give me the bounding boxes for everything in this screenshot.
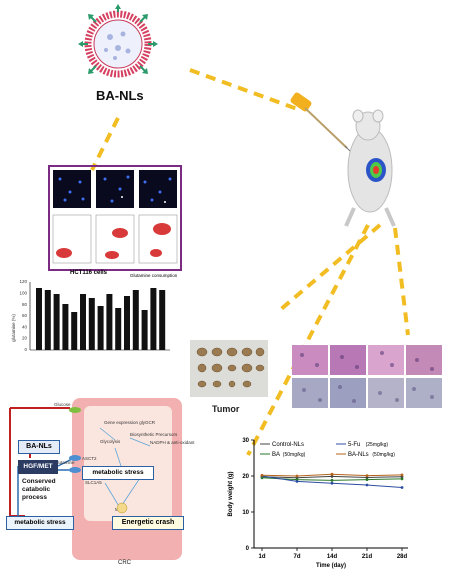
data-point — [400, 473, 404, 477]
data-point — [400, 477, 404, 481]
tumor-label: Tumor — [212, 404, 240, 414]
svg-text:Glucose: Glucose — [54, 402, 71, 407]
x-tick-label: 28d — [397, 554, 408, 560]
tumor-photo — [190, 340, 268, 397]
legend-note: (50mg/kg) — [372, 452, 395, 458]
crc-label: CRC — [118, 560, 131, 566]
legend-label: BA — [272, 452, 280, 458]
histology-images — [292, 345, 442, 408]
data-point — [400, 486, 404, 489]
svg-text:Glycolysis: Glycolysis — [100, 439, 121, 444]
bar-chart-title: HCT116 cells — [70, 270, 108, 276]
data-point — [330, 474, 334, 478]
x-axis-label: Time (day) — [316, 563, 346, 569]
svg-text:NADPH & anti-oxidant: NADPH & anti-oxidant — [150, 440, 195, 445]
data-point — [295, 480, 299, 483]
x-tick-label: 21d — [362, 554, 373, 560]
data-point — [330, 481, 334, 485]
cell-inner — [84, 406, 172, 521]
nanoparticle-label: BA-NLs — [96, 88, 144, 103]
data-point — [365, 478, 369, 481]
glutamine-bar — [115, 308, 122, 350]
bar-ytick: 100 — [19, 291, 27, 296]
glutamine-bar — [53, 294, 60, 350]
svg-text:Glutamine: Glutamine — [54, 460, 75, 465]
y-tick-label: 30 — [242, 438, 249, 444]
glutamine-bar — [71, 312, 78, 350]
glutamine-bar — [106, 294, 113, 350]
metabolic-stress-mid: metabolic stress — [82, 466, 154, 480]
svg-text:Gene expression glyGCR: Gene expression glyGCR — [104, 420, 156, 425]
glutamine-bar — [159, 290, 166, 350]
y-tick-label: 20 — [242, 474, 249, 480]
glutamine-bar — [62, 304, 69, 350]
conserved-catabolic-label: Conserved catabolic process — [22, 478, 56, 501]
bar-ytick: 80 — [22, 302, 28, 307]
histology-grid — [292, 345, 442, 410]
y-tick-label: 10 — [242, 510, 249, 516]
legend-label: 5-Fu — [348, 442, 360, 448]
glutamine-bar — [80, 294, 86, 350]
data-point — [260, 473, 264, 477]
bar-ytick: 20 — [22, 336, 28, 341]
data-point — [365, 483, 369, 487]
svg-text:SLC1A5: SLC1A5 — [85, 480, 102, 485]
mouse-image — [344, 109, 396, 227]
y-tick-label: 0 — [246, 546, 250, 552]
legend-label: Control-NLs — [272, 442, 304, 448]
ba-nls-box: BA-NLs — [18, 440, 60, 454]
data-point — [295, 474, 299, 478]
metabolic-stress-left: metabolic stress — [6, 516, 74, 530]
liposome-illustration — [78, 4, 158, 78]
tumor-samples — [196, 347, 265, 388]
glutamine-bar — [36, 288, 42, 350]
microscopy-flow-panel — [48, 165, 182, 271]
glutamine-bar-chart: HCT116 cells Glutamine consumption gluta… — [8, 270, 178, 370]
bar-chart-ylabel: glutamine (%) — [11, 314, 16, 342]
glutamine-bar — [132, 290, 139, 350]
bar-chart-legend: Glutamine consumption — [130, 273, 178, 278]
legend-note: (50mg/kg) — [283, 452, 306, 458]
glutamine-bar — [44, 290, 51, 350]
pathway-diagram: Gene expression glyGCR Glycolysis Biosyn… — [0, 398, 200, 570]
glutamine-bar — [97, 306, 104, 350]
bar-ytick: 0 — [24, 347, 27, 352]
bar-ytick: 60 — [22, 313, 28, 318]
x-tick-label: 7d — [293, 554, 300, 560]
data-point — [330, 478, 334, 482]
pathway-lines: Gene expression glyGCR Glycolysis Biosyn… — [9, 402, 195, 517]
x-tick-label: 14d — [327, 554, 338, 560]
data-point — [365, 474, 369, 478]
microscopy-images — [52, 170, 178, 264]
hgf-met-box: HGF/MET — [18, 460, 58, 474]
glutamine-bar — [88, 298, 95, 350]
glutamine-bar — [124, 296, 130, 350]
x-tick-label: 1d — [258, 554, 265, 560]
svg-text:Biosynthetic Precursors: Biosynthetic Precursors — [130, 432, 178, 437]
svg-text:ASCT2: ASCT2 — [82, 456, 97, 461]
glutamine-bar — [150, 288, 157, 350]
energetic-crash-box: Energetic crash — [112, 516, 184, 530]
bar-ytick: 120 — [19, 279, 27, 284]
data-point — [330, 472, 334, 476]
legend-note: (25mg/kg) — [366, 442, 389, 448]
legend-label: BA-NLs — [348, 452, 369, 458]
glutamine-bar — [141, 310, 148, 350]
bar-ytick: 40 — [22, 324, 28, 329]
y-axis-label: Body weight (g) — [228, 472, 234, 517]
